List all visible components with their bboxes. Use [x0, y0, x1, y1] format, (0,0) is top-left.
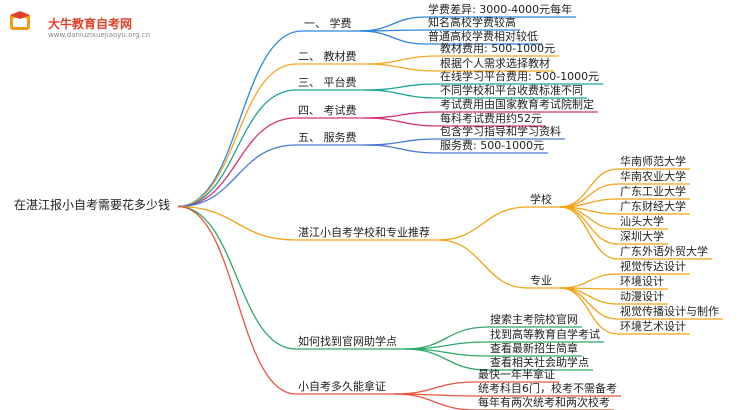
leaf-cert-subjects[interactable]: 统考科目6门，校考不需备考	[478, 382, 617, 395]
leaf-exam-rule[interactable]: 考试费用由国家教育考试院制定	[440, 98, 594, 111]
leaf-tuition-famous[interactable]: 知名高校学费较高	[428, 16, 516, 29]
graduation-book-icon	[10, 11, 30, 30]
leaf-connector	[364, 63, 439, 72]
branch-connector	[178, 205, 297, 350]
school-item[interactable]: 广东外语外贸大学	[620, 245, 708, 258]
branch-exam-fee[interactable]: 四、 考试费	[298, 104, 357, 117]
leaf-connector	[364, 55, 439, 65]
leaf-connector	[364, 138, 439, 146]
leaf-tuition-range[interactable]: 学费差异: 3000-4000元每年	[428, 3, 573, 16]
logo-url: www.daniuzixuejiaoyu.org.cn	[48, 31, 151, 39]
group-majors[interactable]: 专业	[530, 274, 552, 287]
branch-platform-fee[interactable]: 三、 平台费	[298, 76, 357, 89]
leaf-service-cost[interactable]: 服务费: 500-1000元	[440, 139, 545, 152]
leaf-connector	[364, 111, 439, 119]
leaf-cert-fastest[interactable]: 最快一年半拿证	[478, 368, 555, 381]
branch-service-fee[interactable]: 五、 服务费	[298, 131, 357, 144]
school-item[interactable]: 广东工业大学	[620, 185, 686, 198]
branch-connector	[178, 63, 297, 208]
leaf-connector	[364, 83, 439, 91]
leaf-connector	[359, 16, 427, 32]
leaf-service-content[interactable]: 包含学习指导和学习资料	[440, 125, 561, 138]
branch-connector	[178, 205, 297, 241]
branch-textbook-fee[interactable]: 二、 教材费	[298, 50, 357, 63]
leaf-connector	[393, 381, 477, 395]
branch-tuition[interactable]: 一、 学费	[304, 17, 352, 30]
group-connector	[437, 239, 529, 289]
item-connector	[559, 287, 619, 335]
site-logo[interactable]: 大牛教育自考网 www.daniuzixuejiaoyu.org.cn	[8, 10, 158, 46]
leaf-connector	[364, 144, 439, 154]
leaf-tuition-normal[interactable]: 普通高校学费相对较低	[428, 30, 538, 43]
major-item[interactable]: 视觉传播设计与制作	[620, 305, 719, 318]
school-item[interactable]: 广东财经大学	[620, 200, 686, 213]
item-connector	[559, 206, 619, 260]
item-connector	[559, 206, 619, 245]
branch-connector	[178, 117, 297, 208]
leaf-platform-diff[interactable]: 不同学校和平台收费标准不同	[440, 84, 583, 97]
major-item[interactable]: 视觉传达设计	[620, 260, 686, 273]
leaf-exam-per-subject[interactable]: 每科考试费用约52元	[440, 112, 542, 125]
item-connector	[559, 168, 619, 208]
leaf-official-points[interactable]: 查看相关社会助学点	[490, 356, 589, 369]
leaf-official-brochure[interactable]: 查看最新招生简章	[490, 342, 578, 355]
major-item[interactable]: 环境艺术设计	[620, 320, 686, 333]
leaf-cert-twice[interactable]: 每年有两次统考和两次校考	[478, 396, 610, 409]
leaf-platform-cost[interactable]: 在线学习平台费用: 500-1000元	[440, 70, 600, 83]
leaf-textbook-choose[interactable]: 根据个人需求选择教材	[440, 57, 550, 70]
item-connector	[559, 287, 619, 305]
branch-connector	[178, 30, 303, 208]
branch-school-major[interactable]: 湛江小自考学校和专业推荐	[298, 226, 430, 239]
leaf-official-find[interactable]: 找到高等教育自学考试	[490, 328, 600, 341]
logo-title: 大牛教育自考网	[48, 17, 133, 31]
branch-certificate-time[interactable]: 小自考多久能拿证	[298, 380, 386, 393]
school-item[interactable]: 深圳大学	[620, 230, 664, 243]
group-connector	[437, 206, 529, 241]
major-item[interactable]: 环境设计	[620, 275, 664, 288]
item-connector	[559, 273, 619, 289]
branch-connector	[178, 144, 297, 208]
school-item[interactable]: 华南师范大学	[620, 155, 686, 168]
root-topic[interactable]: 在湛江报小自考需要花多少钱	[14, 198, 171, 212]
major-item[interactable]: 动漫设计	[620, 290, 664, 303]
leaf-connector	[364, 89, 439, 99]
leaf-textbook-cost[interactable]: 教材费用: 500-1000元	[440, 42, 556, 55]
branch-connector	[178, 89, 297, 208]
school-item[interactable]: 汕头大学	[620, 215, 664, 228]
school-item[interactable]: 华南农业大学	[620, 170, 686, 183]
leaf-connector	[404, 348, 489, 371]
group-schools[interactable]: 学校	[530, 193, 552, 206]
branch-connector	[178, 205, 297, 395]
branch-find-official-site[interactable]: 如何找到官网助学点	[298, 335, 397, 348]
leaf-connector	[359, 30, 427, 45]
leaf-official-search[interactable]: 搜索主考院校官网	[490, 313, 578, 326]
leaf-connector	[364, 117, 439, 127]
